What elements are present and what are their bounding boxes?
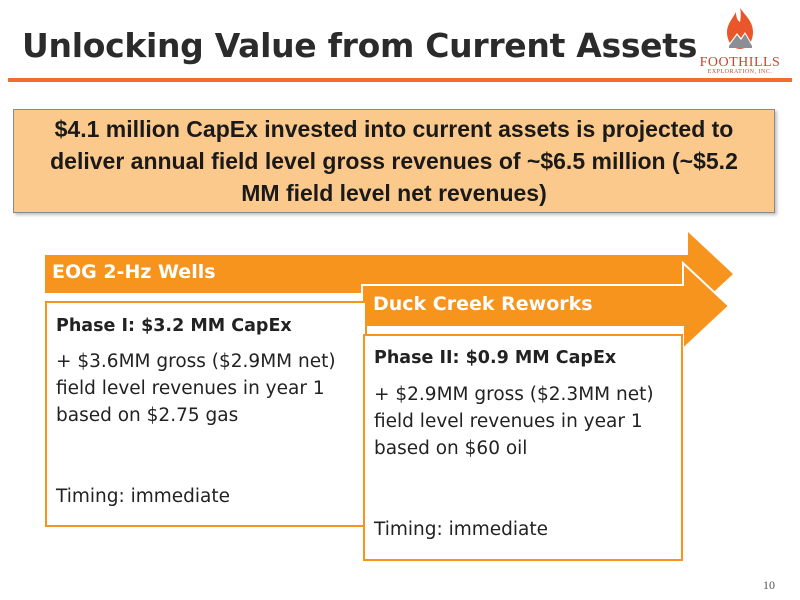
- phase-1-panel: Phase I: $3.2 MM CapEx + $3.6MM gross ($…: [45, 301, 367, 527]
- slide-title: Unlocking Value from Current Assets: [22, 26, 698, 65]
- phase-1-timing: Timing: immediate: [56, 486, 231, 507]
- summary-callout: $4.1 million CapEx invested into current…: [13, 109, 775, 213]
- logo-name: FOOTHILLS: [699, 55, 781, 70]
- phase-2-panel: Phase II: $0.9 MM CapEx + $2.9MM gross (…: [363, 334, 683, 561]
- eog-arrow-label: EOG 2-Hz Wells: [52, 261, 216, 283]
- title-divider: [8, 78, 792, 82]
- company-logo: FOOTHILLS EXPLORATION, INC.: [690, 6, 790, 80]
- flame-mountain-icon: [727, 8, 753, 49]
- logo-tagline: EXPLORATION, INC.: [707, 69, 773, 75]
- phase-2-description: + $2.9MM gross ($2.3MM net) field level …: [374, 384, 654, 459]
- phase-2-heading: Phase II: $0.9 MM CapEx: [374, 348, 617, 368]
- page-number: 10: [763, 578, 775, 592]
- duck-creek-arrow: [361, 260, 731, 352]
- duck-creek-arrow-label: Duck Creek Reworks: [373, 293, 593, 315]
- phase-1-heading: Phase I: $3.2 MM CapEx: [56, 316, 292, 336]
- summary-callout-text: $4.1 million CapEx invested into current…: [50, 116, 738, 206]
- phase-1-description: + $3.6MM gross ($2.9MM net) field level …: [56, 351, 336, 426]
- phase-2-timing: Timing: immediate: [374, 519, 549, 540]
- eog-arrow: [45, 232, 733, 316]
